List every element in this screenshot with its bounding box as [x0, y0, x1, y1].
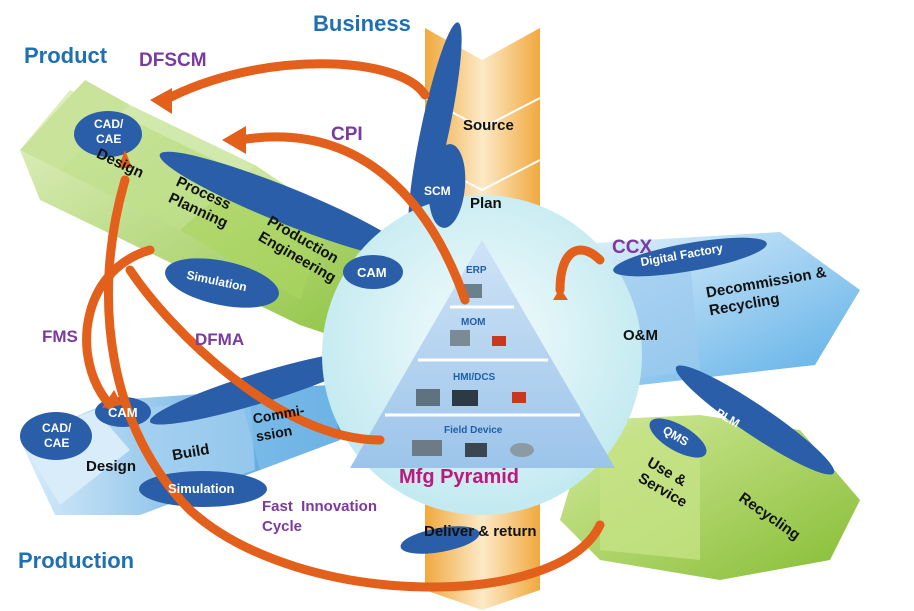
business-title: Business	[313, 11, 411, 36]
mfg-pyramid-title: Mfg Pyramid	[399, 466, 520, 488]
production-design-label: Design	[86, 458, 137, 475]
source-label: Source	[463, 117, 514, 134]
plc-rack-icon	[412, 440, 442, 456]
om-label: O&M	[623, 327, 658, 344]
hmi-device-icon	[512, 392, 526, 403]
mom-device-icon	[492, 336, 506, 346]
dfma-label: DFMA	[195, 330, 245, 349]
fms-label: FMS	[42, 327, 78, 346]
pyramid-erp-label: ERP	[466, 265, 487, 276]
mom-computer-icon	[450, 330, 470, 346]
fast-innovation-label: Fast Innovation Cycle	[262, 498, 378, 535]
cpi-arrow	[235, 132, 470, 305]
product-title: Product	[24, 43, 108, 68]
dfscm-label: DFSCM	[139, 50, 207, 71]
production-cad-cae-label: CAD/ CAE	[42, 421, 72, 450]
scm-label: SCM	[424, 184, 451, 198]
use-recycling-band	[560, 415, 860, 580]
connector-ellipses	[149, 22, 835, 554]
pyramid-field-device-label: Field Device	[444, 425, 503, 436]
product-cam-label: CAM	[357, 265, 387, 280]
pyramid-mom-label: MOM	[461, 317, 486, 328]
deliver-return-label: Deliver & return	[424, 523, 537, 540]
production-cam-label: CAM	[108, 405, 138, 420]
label-ellipses	[20, 111, 767, 507]
cable-icon	[510, 443, 534, 457]
arrow-heads	[102, 88, 568, 408]
mfg-pyramid-shape	[350, 240, 615, 468]
product-cad-cae-label: CAD/ CAE	[94, 117, 124, 146]
hmi-panel-icon	[416, 389, 440, 406]
plan-label: Plan	[470, 195, 502, 212]
cpi-label: CPI	[331, 124, 363, 145]
field-sensor-icon	[465, 443, 487, 457]
ccx-arrow	[555, 245, 605, 295]
pyramid-hmi-dcs-label: HMI/DCS	[453, 372, 496, 383]
fast-innovation-arrow	[103, 175, 605, 592]
fms-arrow	[82, 245, 155, 410]
dfma-arrow	[125, 265, 385, 445]
production-title: Production	[18, 548, 135, 573]
dcs-device-icon	[452, 390, 478, 406]
orange-arrows	[82, 59, 605, 592]
production-simulation-label: Simulation	[168, 481, 235, 496]
ccx-label: CCX	[612, 237, 653, 258]
dfscm-arrow	[160, 59, 430, 105]
